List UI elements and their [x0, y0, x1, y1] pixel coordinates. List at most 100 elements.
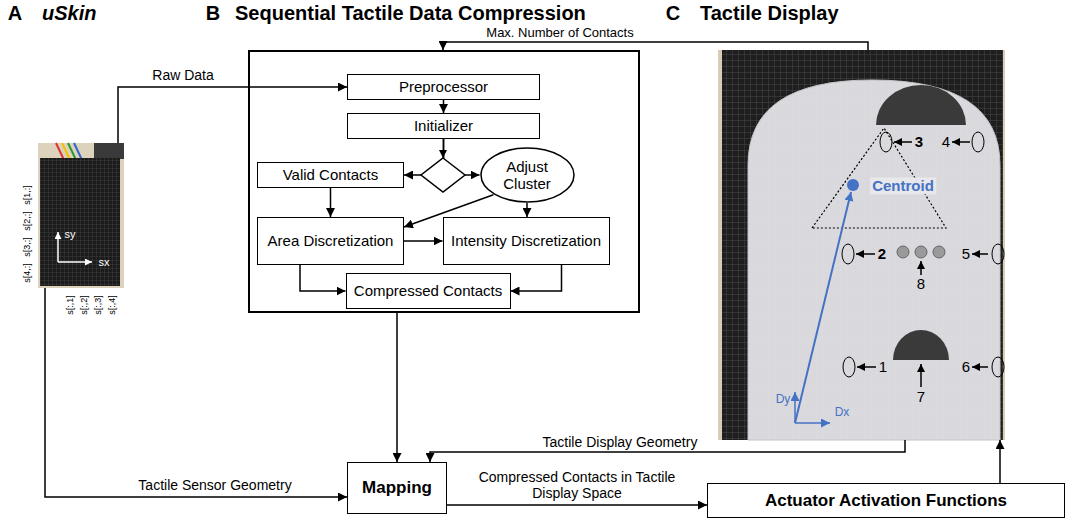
actuator-seat [933, 246, 945, 258]
connector-label: Compressed Contacts in Tactile Display S… [457, 469, 697, 501]
callout-number: 1 [879, 358, 887, 375]
display-axis [795, 422, 830, 424]
process-box: Actuator Activation Functions [707, 483, 1065, 518]
actuator-symbol [992, 357, 1004, 377]
callout-number: 4 [942, 133, 950, 150]
actuator-symbol [842, 244, 854, 264]
drawing-part [57, 232, 59, 262]
vibration-arrow [920, 261, 922, 275]
centroid-dot [847, 179, 859, 191]
box-label: Mapping [362, 478, 432, 498]
row-index: s[4,:] [22, 263, 32, 283]
decision-diamond [421, 158, 465, 192]
shell-cutout [876, 85, 966, 125]
photo-background [38, 143, 124, 288]
vibration-arrow [894, 141, 912, 143]
connector [118, 87, 347, 143]
connector [45, 288, 347, 497]
vibration-arrow [972, 253, 988, 255]
connector [447, 504, 707, 506]
axis-label: Dy [776, 393, 791, 407]
panel-letter: A [8, 2, 22, 25]
panel-letter: B [206, 2, 220, 25]
display-shell [748, 80, 1000, 440]
column-index: s[:,4] [107, 295, 117, 315]
centroid-label: Centroid [870, 177, 936, 194]
ellipse-outline [481, 148, 574, 202]
box-label: Preprocessor [399, 78, 488, 95]
callout-number: 2 [878, 245, 886, 262]
axis-label: sy [65, 228, 76, 241]
process-ellipse: Adjust Cluster [480, 147, 575, 203]
shell-cutout [893, 330, 949, 360]
sensor-photo: uSkin [38, 143, 124, 288]
process-box: Initializer [347, 113, 540, 139]
vibration-arrow [857, 366, 876, 368]
vibration-arrow [972, 366, 988, 368]
centroid-vector [795, 192, 851, 423]
callout-number: 6 [962, 358, 970, 375]
connector [511, 265, 562, 291]
connector [526, 203, 528, 217]
box-label: Actuator Activation Functions [765, 491, 1007, 511]
row-index: s[1,:] [22, 185, 32, 205]
vibration-arrow [952, 141, 970, 143]
display-photo: Tactile Display [718, 50, 1005, 440]
box-label: Initializer [414, 117, 473, 134]
connector-block [94, 143, 124, 159]
axis-label: sx [99, 256, 110, 269]
connector [300, 265, 346, 291]
uskin-photo [38, 143, 124, 288]
process-box: Preprocessor [347, 74, 540, 100]
connector-label: Tactile Display Geometry [543, 434, 698, 450]
vibration-arrow [920, 364, 922, 387]
actuator-symbol [972, 132, 984, 152]
drawing-part [58, 261, 92, 263]
process-box: Area Discretization [257, 217, 404, 265]
tactile-display-photo [718, 50, 1005, 440]
dotted-triangle [812, 128, 946, 228]
panel-heading: Sequential Tactile Data Compression [235, 2, 586, 25]
photo-background [718, 50, 1005, 440]
column-index: s[:,3] [93, 295, 103, 315]
box-label: Intensity Discretization [451, 232, 601, 249]
column-index: s[:,1] [65, 295, 75, 315]
display-annotations [795, 128, 1004, 423]
connector [443, 100, 445, 113]
wire [74, 143, 82, 160]
column-index: s[:,2] [79, 295, 89, 315]
process-box: Intensity Discretization [443, 217, 610, 265]
module-frame: Sequential Tactile Data CompressionPrepr… [248, 50, 640, 313]
row-index: s[2,:] [22, 211, 32, 231]
velcro-fabric [722, 50, 1003, 440]
sensor-skin [40, 158, 120, 286]
box-label: Valid Contacts [283, 166, 379, 183]
arrow-head [439, 150, 447, 158]
panel-heading: Tactile Display [700, 2, 839, 25]
callout-number: 5 [962, 245, 970, 262]
box-label: Compressed Contacts [354, 282, 502, 299]
connector [999, 440, 1001, 483]
process-box: Compressed Contacts [346, 273, 511, 309]
connector [443, 42, 868, 50]
process-box: Mapping [347, 462, 447, 514]
connector [404, 240, 443, 242]
axis-label: Dx [835, 406, 850, 420]
connector [396, 313, 398, 462]
actuator-symbol [880, 132, 892, 152]
callout-number: 3 [915, 133, 923, 150]
row-index: s[3,:] [22, 237, 32, 257]
actuator-seat [897, 246, 909, 258]
actuator-symbol [992, 244, 1004, 264]
actuator-seat [915, 246, 927, 258]
connector-label: Tactile Sensor Geometry [138, 477, 291, 493]
callout-number: 8 [917, 275, 925, 292]
vibration-arrow [856, 253, 875, 255]
connector [330, 188, 332, 217]
panel-heading: uSkin [42, 2, 96, 25]
actuator-symbol [843, 357, 855, 377]
box-label: Area Discretization [268, 232, 394, 249]
connector-label: Raw Data [152, 67, 213, 83]
panel-letter: C [666, 2, 680, 25]
